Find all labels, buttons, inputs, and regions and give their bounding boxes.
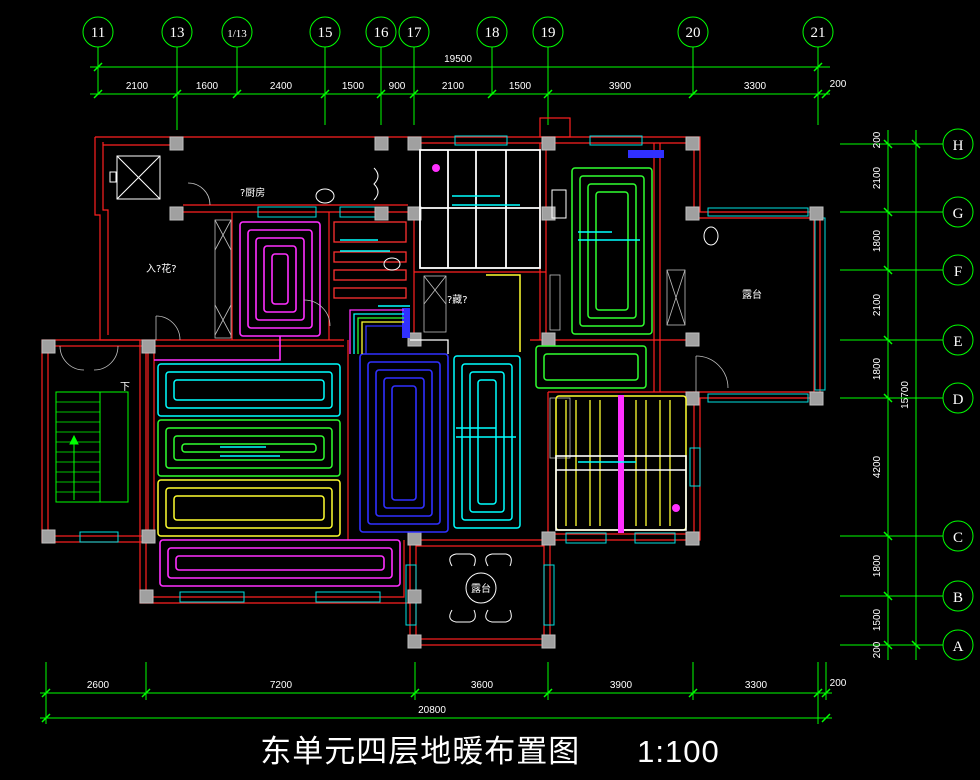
heating-loop-white-room <box>419 149 541 269</box>
dim-top-seg: 900 <box>389 81 406 92</box>
heating-loop-blue-hall <box>359 353 449 533</box>
grid-label-17: 17 <box>407 25 423 41</box>
dim-right-seg: 2100 <box>872 166 883 189</box>
grid-label-13: 13 <box>170 25 185 41</box>
dim-right-seg: 4200 <box>872 455 883 478</box>
grid-label-B: B <box>953 590 963 606</box>
dimension-bottom <box>40 662 832 724</box>
dimension-right-ticks <box>883 139 921 650</box>
dimension-top <box>90 62 831 99</box>
dim-bottom-seg: 3900 <box>610 680 633 691</box>
dim-top-seg: 3900 <box>609 81 632 92</box>
dimension-top-text: 19500 2100 1600 2400 1500 900 2100 1500 … <box>126 54 847 92</box>
dimension-bottom-text: 2600 7200 3600 3900 3300 200 20800 <box>87 678 847 716</box>
grid-axis-right <box>840 128 974 661</box>
staircase <box>55 391 129 503</box>
grid-label-18: 18 <box>485 25 500 41</box>
grid-label-G: G <box>953 206 964 222</box>
heating-loop-magenta-south <box>159 539 401 587</box>
grid-label-F: F <box>954 264 962 280</box>
room-terrace-south-label: 露台 <box>471 582 491 595</box>
drawing-scale: 1:100 <box>637 734 720 769</box>
room-entrance-label: 入?花? <box>146 262 177 275</box>
room-kitchen-label: ?厨房 <box>240 186 265 199</box>
dim-top-seg: 1500 <box>342 81 365 92</box>
terrace-furniture <box>449 553 512 623</box>
loop-annotations <box>220 195 640 463</box>
dim-right-seg: 1800 <box>872 229 883 252</box>
dim-top-seg: 1500 <box>509 81 532 92</box>
columns <box>41 136 824 649</box>
dim-right-seg: 200 <box>872 641 883 658</box>
grid-label-20: 20 <box>686 25 701 41</box>
dim-right-seg: 2100 <box>872 293 883 316</box>
dim-bottom-seg: 3300 <box>745 680 768 691</box>
drawing-title: 东单元四层地暖布置图 <box>260 734 581 770</box>
dim-right-total: 15700 <box>900 381 911 409</box>
grid-label-E: E <box>953 334 962 350</box>
dim-right-seg: 1500 <box>872 608 883 631</box>
dim-top-total: 19500 <box>444 54 472 65</box>
stair-down-label: 下 <box>120 382 130 393</box>
dim-right-seg: 1800 <box>872 357 883 380</box>
dim-right-seg: 1800 <box>872 554 883 577</box>
walls <box>41 117 821 646</box>
heating-manifold <box>402 150 680 533</box>
dim-top-seg: 200 <box>830 79 847 90</box>
grid-label-16: 16 <box>374 25 390 41</box>
heating-loop-magenta-kitchen <box>154 221 321 361</box>
grid-axis-top <box>82 16 834 130</box>
dim-right-seg: 200 <box>872 131 883 148</box>
dim-bottom-seg: 3600 <box>471 680 494 691</box>
grid-label-D: D <box>953 392 964 408</box>
room-terrace-east-label: 露台 <box>742 288 762 301</box>
grid-label-11: 11 <box>91 25 105 41</box>
grid-label-1-13: 1/13 <box>227 28 247 40</box>
heating-loop-green-living <box>157 167 653 477</box>
heating-loop-yellow-living <box>157 274 687 537</box>
grid-label-21: 21 <box>811 25 826 41</box>
grid-label-H: H <box>953 138 964 154</box>
cabinets <box>214 219 686 459</box>
dim-top-seg: 3300 <box>744 81 767 92</box>
room-storage-label: ?藏? <box>447 294 468 306</box>
doors <box>59 182 729 392</box>
heating-loop-cyan-living <box>157 355 521 529</box>
dim-top-seg: 1600 <box>196 81 219 92</box>
dim-bottom-total: 20800 <box>418 705 446 716</box>
dim-top-seg: 2400 <box>270 81 293 92</box>
room-labels: ?厨房 入?花? ?藏? 露台 露台 下 <box>120 186 762 595</box>
dim-top-seg: 2100 <box>126 81 149 92</box>
heating-supply-pipes <box>349 309 449 354</box>
drawing-title-block: 东单元四层地暖布置图 1:100 <box>0 726 980 771</box>
dimension-right-text: 200 2100 1800 2100 1800 4200 1800 1500 2… <box>872 131 911 658</box>
dim-bottom-seg: 200 <box>830 678 847 689</box>
grid-labels-right: H G F E D C B A <box>953 138 964 655</box>
grid-label-A: A <box>953 639 964 655</box>
dim-top-seg: 2100 <box>442 81 465 92</box>
grid-labels-top: 11 13 1/13 15 16 17 18 19 20 21 <box>91 25 826 41</box>
dim-bottom-seg: 7200 <box>270 680 293 691</box>
fixtures <box>315 167 719 271</box>
heating-loop-bath <box>333 221 407 299</box>
grid-label-15: 15 <box>318 25 333 41</box>
dim-bottom-seg: 2600 <box>87 680 110 691</box>
grid-label-19: 19 <box>541 25 556 41</box>
elevator-shaft <box>109 155 161 200</box>
grid-label-C: C <box>953 530 963 546</box>
